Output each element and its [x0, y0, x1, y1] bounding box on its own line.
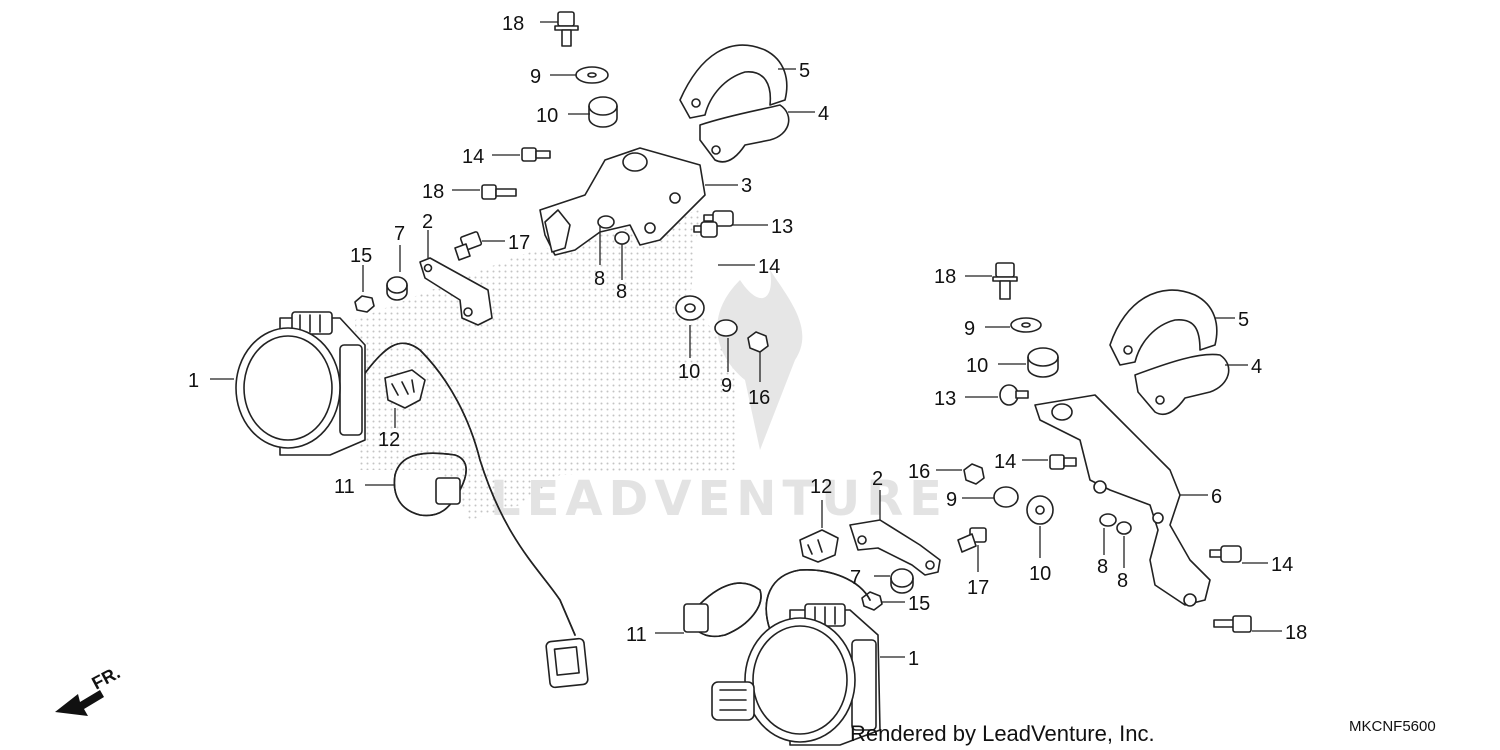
- callout-14: 14: [1271, 554, 1293, 576]
- front-direction-arrow-icon: FR.: [55, 662, 123, 716]
- mounting-stay: [539, 147, 706, 256]
- handlebar-clamp-lower: [699, 104, 790, 163]
- small-bolt: [1049, 454, 1077, 470]
- callout-10: 10: [966, 355, 988, 377]
- bulb-socket: [799, 529, 839, 563]
- diagram-code: MKCNF5600: [1349, 718, 1436, 735]
- callout-6: 6: [1211, 486, 1222, 508]
- callout-17: 17: [967, 577, 989, 599]
- callout-5: 5: [799, 60, 810, 82]
- hex-nut: [963, 463, 985, 485]
- light-bracket: [419, 257, 493, 326]
- washer-small: [597, 215, 615, 229]
- callout-1: 1: [188, 370, 199, 392]
- rubber-grommet: [1026, 495, 1054, 525]
- light-bracket: [849, 519, 941, 576]
- flange-bolt: [1213, 615, 1252, 633]
- callout-8: 8: [1117, 570, 1128, 592]
- callout-15: 15: [350, 245, 372, 267]
- flange-bolt: [481, 184, 517, 200]
- rubber-grommet: [588, 96, 618, 116]
- callout-7: 7: [850, 567, 861, 589]
- wire-strap: [683, 582, 762, 637]
- callout-11: 11: [626, 624, 647, 646]
- flange-bolt: [957, 527, 987, 553]
- hex-nut: [354, 295, 375, 313]
- callout-16: 16: [748, 387, 770, 409]
- callout-14: 14: [462, 146, 484, 168]
- callout-14: 14: [758, 256, 780, 278]
- callout-4: 4: [818, 103, 829, 125]
- callout-11: 11: [334, 476, 355, 498]
- collar: [386, 276, 408, 294]
- mounting-stay-6: [1034, 394, 1211, 606]
- callout-18: 18: [1285, 622, 1307, 644]
- handlebar-clamp-lower: [1134, 353, 1230, 416]
- washer-small: [1099, 513, 1117, 527]
- leader-lines-left: [210, 21, 815, 486]
- collar: [890, 568, 914, 588]
- flange-bolt-13: [703, 210, 734, 227]
- flange-bolt-top: [992, 262, 1018, 300]
- callouts-left: 18 9 10 14 18 17 3 13 14 5 4 1 11 12 15 …: [188, 13, 829, 498]
- fog-light-unit: [235, 311, 366, 456]
- flange-bolt-top: [554, 11, 579, 47]
- callout-3: 3: [741, 175, 752, 197]
- handlebar-clamp-upper: [1109, 289, 1218, 366]
- callout-9: 9: [721, 375, 732, 397]
- washer: [993, 486, 1019, 508]
- watermark-text: LEADVENTURE: [490, 471, 948, 527]
- callout-10: 10: [536, 105, 558, 127]
- callout-12: 12: [810, 476, 832, 498]
- flange-bolt-13: [999, 384, 1029, 406]
- left-assembly: [235, 11, 790, 689]
- callout-7: 7: [394, 223, 405, 245]
- front-direction-label: FR.: [88, 662, 123, 693]
- callout-14: 14: [994, 451, 1016, 473]
- callout-15: 15: [908, 593, 930, 615]
- callout-2: 2: [422, 211, 433, 233]
- callout-13: 13: [771, 216, 793, 238]
- small-bolt: [1209, 545, 1242, 563]
- rendered-by-credit: Rendered by LeadVenture, Inc.: [850, 721, 1155, 746]
- callout-17: 17: [508, 232, 530, 254]
- callout-16: 16: [908, 461, 930, 483]
- callout-9: 9: [530, 66, 541, 88]
- callouts-right: 18 9 10 13 16 9 14 5 4 6 14 18 1 11 7 15…: [626, 266, 1307, 670]
- callout-2: 2: [872, 468, 883, 490]
- wire-strap: [393, 452, 467, 517]
- handlebar-clamp-upper: [679, 44, 788, 119]
- bulb-socket: [384, 369, 426, 409]
- callout-5: 5: [1238, 309, 1249, 331]
- leader-lines-right: [655, 275, 1282, 658]
- washer-small: [614, 231, 630, 245]
- callout-12: 12: [378, 429, 400, 451]
- rubber-grommet: [675, 295, 705, 321]
- callout-18: 18: [422, 181, 444, 203]
- fog-light-unit: [711, 569, 881, 746]
- callout-4: 4: [1251, 356, 1262, 378]
- callout-18: 18: [502, 13, 524, 35]
- wire-connector: [545, 637, 589, 689]
- callout-18: 18: [934, 266, 956, 288]
- small-bolt: [693, 221, 718, 238]
- hex-nut: [861, 591, 883, 611]
- callout-1: 1: [908, 648, 919, 670]
- callout-8: 8: [1097, 556, 1108, 578]
- callout-13: 13: [934, 388, 956, 410]
- callout-10: 10: [1029, 563, 1051, 585]
- small-bolt: [521, 147, 551, 162]
- right-assembly: [683, 262, 1252, 746]
- callout-10: 10: [678, 361, 700, 383]
- washer-small: [1116, 521, 1132, 535]
- hex-nut: [747, 331, 769, 353]
- washer: [714, 319, 738, 337]
- callout-9: 9: [946, 489, 957, 511]
- callout-8: 8: [616, 281, 627, 303]
- rubber-grommet: [1027, 347, 1059, 367]
- callout-8: 8: [594, 268, 605, 290]
- flange-bolt: [454, 231, 483, 261]
- callout-9: 9: [964, 318, 975, 340]
